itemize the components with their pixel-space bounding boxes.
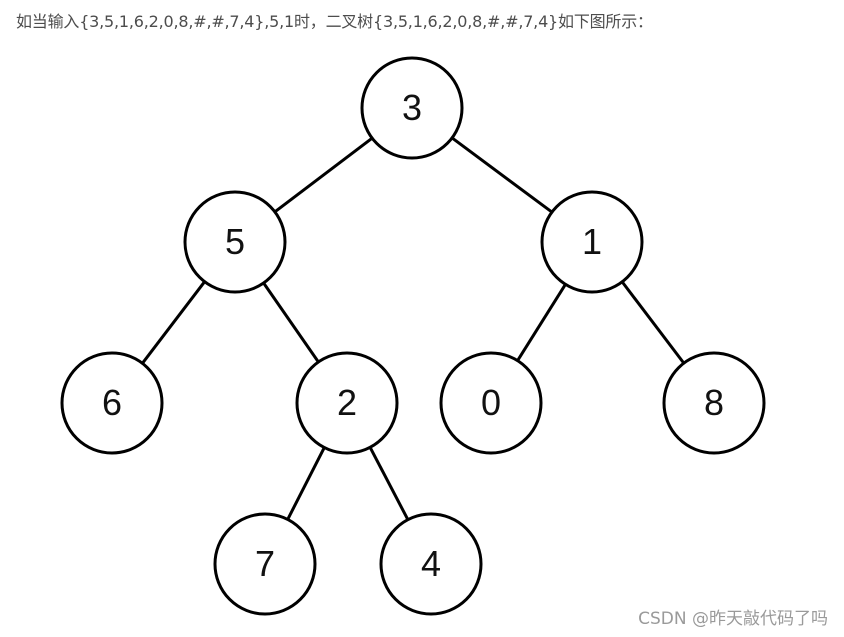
- tree-edges: [141, 136, 685, 521]
- edge-n1-n8: [621, 280, 685, 365]
- tree-nodes: 3 5 1 6 2 0 8 7 4: [60, 56, 766, 616]
- tree-node-1: 1: [540, 190, 644, 294]
- node-label: 3: [402, 87, 422, 128]
- tree-node-5: 5: [183, 190, 287, 294]
- edge-n5-n2: [262, 282, 320, 363]
- tree-node-8: 8: [662, 351, 766, 455]
- tree-node-2: 2: [295, 351, 399, 455]
- node-circle: [379, 512, 483, 616]
- node-circle: [540, 190, 644, 294]
- tree-node-0: 0: [439, 351, 543, 455]
- tree-node-3: 3: [360, 56, 464, 160]
- node-circle: [295, 351, 399, 455]
- caption-text: 如当输入{3,5,1,6,2,0,8,#,#,7,4},5,1时，二叉树{3,5…: [16, 12, 653, 31]
- edge-n3-n5: [273, 137, 374, 213]
- tree-node-6: 6: [60, 351, 164, 455]
- edge-n2-n7: [286, 446, 326, 521]
- tree-node-7: 7: [213, 512, 317, 616]
- edge-n2-n4: [368, 446, 410, 521]
- node-circle: [662, 351, 766, 455]
- node-label: 5: [225, 221, 245, 262]
- node-label: 1: [582, 221, 602, 262]
- tree-node-4: 4: [379, 512, 483, 616]
- node-label: 2: [337, 382, 357, 423]
- node-circle: [439, 351, 543, 455]
- edge-n5-n6: [141, 280, 206, 365]
- node-label: 6: [102, 382, 122, 423]
- node-circle: [183, 190, 287, 294]
- edge-n3-n1: [451, 136, 553, 214]
- node-label: 0: [481, 382, 501, 423]
- node-circle: [60, 351, 164, 455]
- node-circle: [213, 512, 317, 616]
- csdn-watermark: CSDN @昨天敲代码了吗: [638, 609, 828, 629]
- node-label: 4: [421, 543, 441, 584]
- node-label: 8: [704, 382, 724, 423]
- edge-n1-n0: [516, 283, 567, 362]
- node-label: 7: [255, 543, 275, 584]
- node-circle: [360, 56, 464, 160]
